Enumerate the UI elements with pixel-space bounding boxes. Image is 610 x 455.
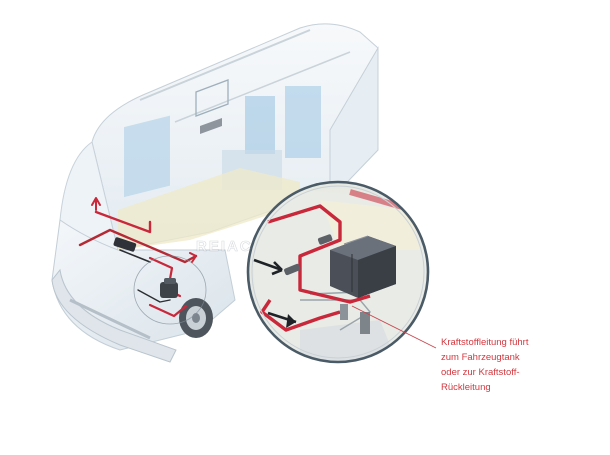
callout-line-4: Rückleitung [441, 382, 491, 393]
callout-line-2: zum Fahrzeugtank [441, 352, 520, 363]
magnifier-ring [246, 180, 430, 364]
callout-line-3: oder zur Kraftstoff- [441, 367, 520, 378]
callout-leader-line [351, 305, 437, 349]
fuel-line-callout: Kraftstoffleitung führt zum Fahrzeugtank… [441, 335, 591, 395]
cab-fuel-and-air-lines [78, 197, 198, 318]
front-wheel [179, 298, 213, 338]
small-magnifier-ring [133, 255, 207, 325]
watermark: REIAC [196, 238, 253, 256]
diesel-heater-unit [330, 235, 396, 298]
magnifier-lens [246, 180, 430, 364]
cab-control-unit [113, 237, 137, 252]
small-heater-unit [160, 278, 178, 298]
callout-line-1: Kraftstoffleitung führt [441, 337, 529, 348]
